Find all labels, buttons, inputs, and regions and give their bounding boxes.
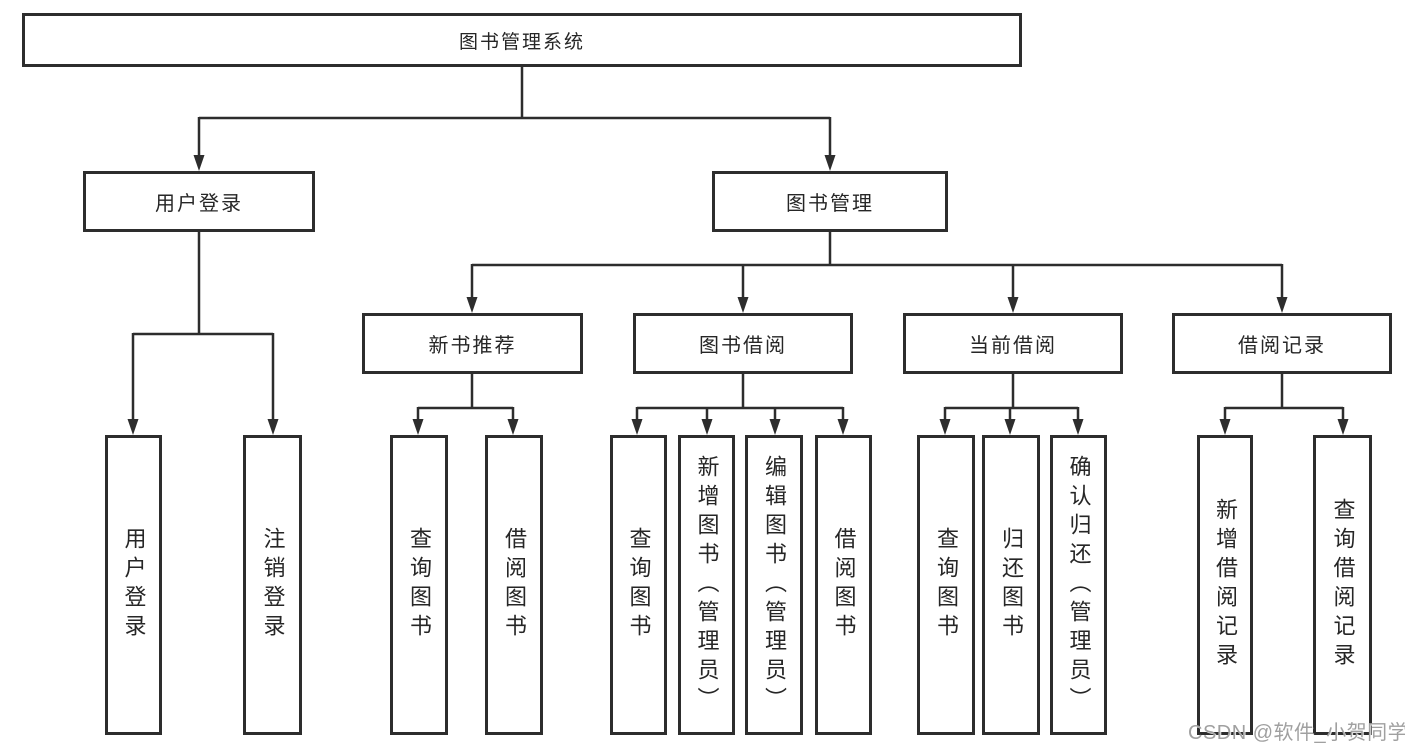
- node-current-borrowing: 当前借阅: [903, 313, 1123, 374]
- leaf-current-query-book: 查询图书: [917, 435, 975, 735]
- leaf-borrowing-edit-book-admin: 编辑图书（管理员）: [745, 435, 803, 735]
- leaf-current-confirm-return-admin-label: 确认归还（管理员）: [1066, 454, 1092, 716]
- node-borrowing-records: 借阅记录: [1172, 313, 1392, 374]
- node-new-book-recommend: 新书推荐: [362, 313, 583, 374]
- leaf-user-login: 用户登录: [105, 435, 162, 735]
- leaf-logout-label: 注销登录: [260, 527, 286, 643]
- node-user-login-branch-label: 用户登录: [155, 193, 243, 215]
- leaf-borrowing-query-book: 查询图书: [610, 435, 667, 735]
- leaf-newbook-borrow-book-label: 借阅图书: [502, 527, 527, 643]
- leaf-borrowing-add-book-admin-label: 新增图书（管理员）: [694, 454, 720, 716]
- node-borrowing-records-label: 借阅记录: [1238, 335, 1326, 357]
- node-book-borrowing: 图书借阅: [633, 313, 853, 374]
- node-library-management-system: 图书管理系统: [22, 13, 1022, 67]
- leaf-user-login-label: 用户登录: [121, 527, 147, 643]
- leaf-borrowing-borrow-book: 借阅图书: [815, 435, 872, 735]
- node-library-management-system-label: 图书管理系统: [458, 31, 585, 53]
- leaf-records-query-record: 查询借阅记录: [1313, 435, 1372, 735]
- leaf-borrowing-edit-book-admin-label: 编辑图书（管理员）: [762, 454, 787, 716]
- leaf-records-query-record-label: 查询借阅记录: [1330, 498, 1356, 672]
- leaf-current-query-book-label: 查询图书: [934, 527, 959, 643]
- leaf-borrowing-query-book-label: 查询图书: [626, 527, 652, 643]
- node-current-borrowing-label: 当前借阅: [969, 335, 1057, 357]
- leaf-records-add-record: 新增借阅记录: [1197, 435, 1253, 735]
- leaf-borrowing-add-book-admin: 新增图书（管理员）: [678, 435, 735, 735]
- leaf-newbook-query-book-label: 查询图书: [407, 527, 432, 643]
- node-user-login-branch: 用户登录: [83, 171, 315, 232]
- leaf-newbook-query-book: 查询图书: [390, 435, 448, 735]
- node-new-book-recommend-label: 新书推荐: [428, 335, 517, 357]
- leaf-borrowing-borrow-book-label: 借阅图书: [831, 527, 857, 643]
- leaf-current-return-book: 归还图书: [982, 435, 1040, 735]
- leaf-logout: 注销登录: [243, 435, 302, 735]
- arrowheads: [127, 155, 1349, 435]
- leaf-newbook-borrow-book: 借阅图书: [485, 435, 543, 735]
- node-book-management-branch: 图书管理: [712, 171, 948, 232]
- node-book-borrowing-label: 图书借阅: [699, 335, 787, 357]
- leaf-current-return-book-label: 归还图书: [999, 527, 1024, 643]
- node-book-management-branch-label: 图书管理: [786, 193, 874, 215]
- leaf-records-add-record-label: 新增借阅记录: [1213, 498, 1238, 672]
- leaf-current-confirm-return-admin: 确认归还（管理员）: [1050, 435, 1107, 735]
